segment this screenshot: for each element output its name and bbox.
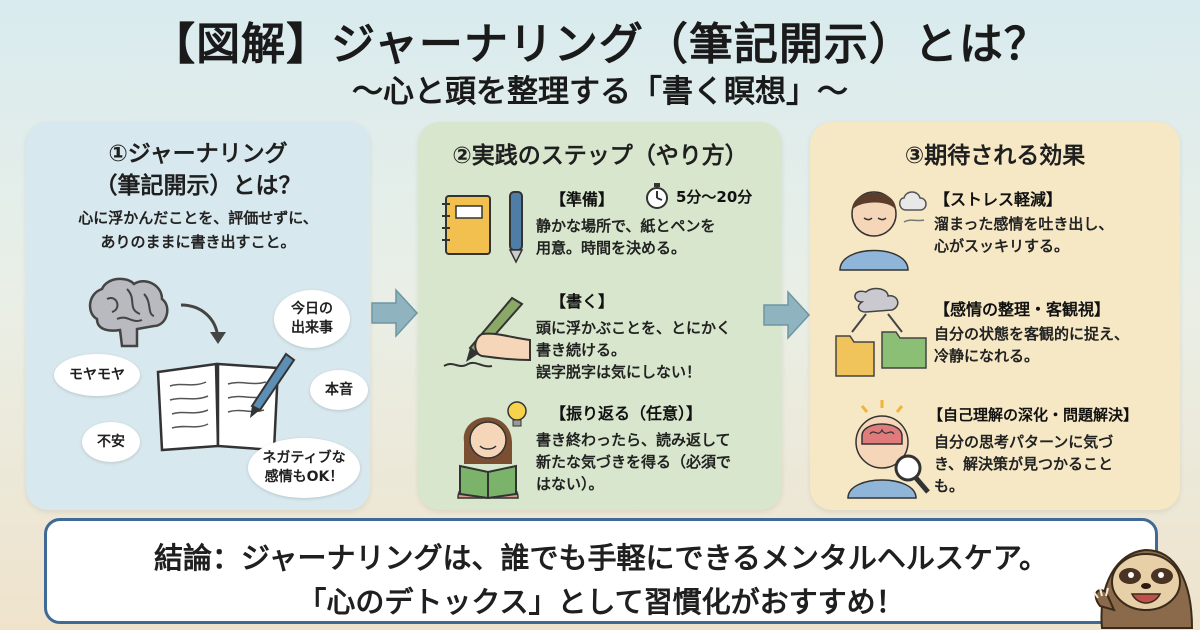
hand-writing-icon (443, 296, 531, 368)
panel3-title: ③期待される効果 (904, 143, 1086, 169)
pen-icon (250, 352, 296, 418)
effect3-head: 【自己理解の深化・問題解決】 (928, 406, 1139, 424)
notebook-icon (442, 195, 491, 255)
sloth-mascot-icon (1093, 548, 1194, 629)
step1-head: 【準備】 (550, 190, 615, 209)
effect1-line1: 溜まった感情を吐き出し、 (934, 215, 1114, 233)
relaxed-person-icon (839, 191, 927, 271)
brain-icon (88, 277, 169, 348)
bubble-moyamoya: モヤモヤ (54, 354, 140, 396)
conclusion-box: 結論：ジャーナリングは、誰でも手軽にできるメンタルヘルスケア。 「心のデトックス… (44, 518, 1158, 624)
bubble-moyamoya-text: モヤモヤ (69, 366, 125, 383)
notebook-icon (156, 362, 280, 452)
conclusion-line2: 「心のデトックス」として習慣化がおすすめ！ (297, 585, 905, 619)
bubble-fuan: 不安 (82, 422, 140, 462)
step1-time: 5分〜20分 (676, 188, 753, 206)
reading-person-icon (457, 417, 519, 500)
lightbulb-icon (507, 401, 527, 427)
panel2-title: ②実践のステップ（やり方） (452, 143, 748, 169)
bubble-negative: ネガティブな 感情もOK！ (248, 438, 360, 498)
page-title: 【図解】ジャーナリング（筆記開示）とは？ (151, 19, 1049, 70)
curved-arrow-icon (180, 303, 226, 344)
panel1-desc-line1: 心に浮かんだことを、評価せずに、 (78, 209, 318, 227)
bubble-negative-text: ネガティブな 感情もOK！ (262, 450, 346, 485)
bubble-honne: 本音 (310, 370, 368, 410)
bubble-today: 今日の 出来事 (274, 290, 350, 348)
effect1-line2: 心がスッキリする。 (934, 237, 1070, 255)
page-subtitle: 〜心と頭を整理する「書く瞑想」〜 (352, 74, 848, 110)
effect1-head: 【ストレス軽減】 (934, 190, 1063, 209)
step1-line2: 用意。時間を決める。 (536, 239, 687, 257)
step2-line2: 書き続ける。 (536, 341, 627, 359)
step3-line1: 書き終わったら、読み返して (536, 431, 731, 449)
panel-practice-steps: ②実践のステップ（やり方） 【準備】 5分〜20分 静かな場所で、紙とペンを 用… (418, 122, 782, 510)
effect3-line3: も。 (934, 477, 965, 495)
folder-icon (835, 287, 927, 377)
effect2-line2: 冷静になれる。 (934, 347, 1040, 365)
step1-line1: 静かな場所で、紙とペンを (536, 217, 716, 235)
effect3-line1: 自分の思考パターンに気づ (934, 433, 1114, 451)
step2-head: 【書く】 (550, 292, 615, 311)
magnifier-icon (847, 400, 930, 499)
step2-line1: 頭に浮かぶことを、とにかく (536, 319, 732, 337)
step3-line3: はない）。 (536, 475, 604, 493)
effect2-head: 【感情の整理・客観視】 (934, 300, 1111, 319)
panel-expected-effects: ③期待される効果 【ストレス軽減】 溜まった感情を吐き出し、 心がスッキリする。… (810, 122, 1180, 510)
step3-line2: 新たな気づきを得る（必須で (536, 453, 732, 471)
conclusion-line1: 結論：ジャーナリングは、誰でも手軽にできるメンタルヘルスケア。 (153, 541, 1049, 575)
flow-arrow-1 (371, 288, 419, 338)
bubble-honne-text: 本音 (325, 381, 353, 398)
bubble-today-text: 今日の 出来事 (291, 301, 333, 336)
effect2-line1: 自分の状態を客観的に捉え、 (934, 325, 1130, 343)
pen-icon (508, 191, 524, 264)
bubble-fuan-text: 不安 (97, 433, 125, 450)
stopwatch-icon (646, 183, 668, 209)
flow-arrow-2 (763, 290, 811, 340)
panel1-title-line1: ①ジャーナリング (108, 141, 288, 167)
step3-head: 【振り返る（任意）】 (550, 404, 703, 423)
panel-what-is-journaling: ①ジャーナリング （筆記開示）とは？ 心に浮かんだことを、評価せずに、 ありのま… (26, 122, 370, 510)
panel1-desc-line2: ありのままに書き出すこと。 (100, 233, 296, 251)
effect3-line2: き、解決策が見つかること (934, 455, 1113, 473)
panel1-title-line2: （筆記開示）とは？ (94, 173, 302, 199)
step2-line3: 誤字脱字は気にしない！ (536, 363, 702, 381)
